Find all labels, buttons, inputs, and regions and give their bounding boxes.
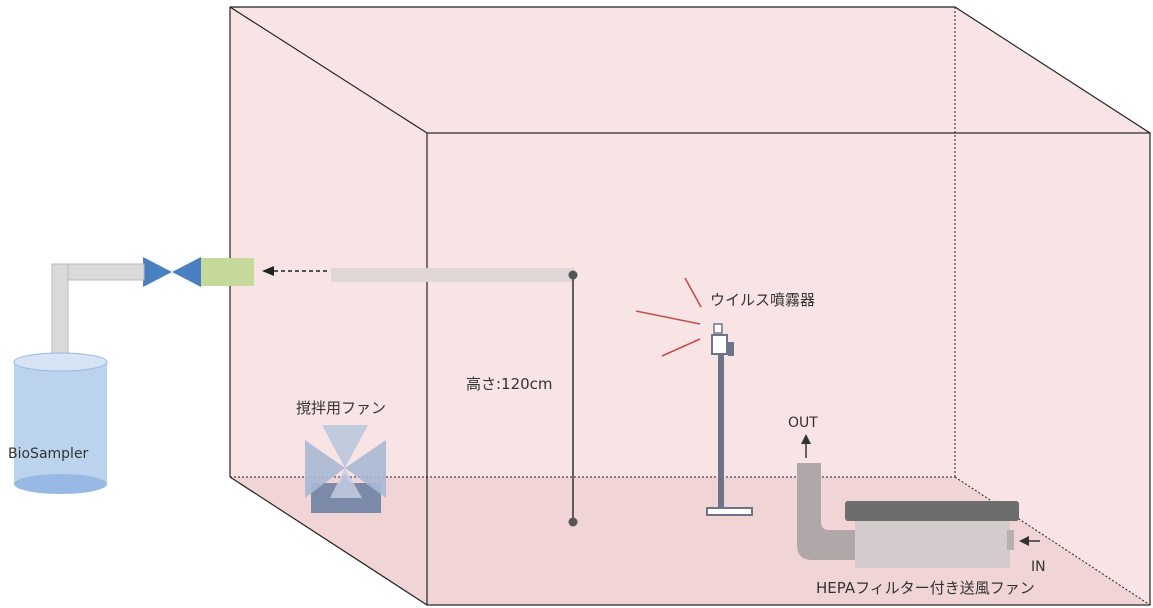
chamber-fill — [230, 7, 1150, 605]
sampler-pipe — [51, 263, 145, 359]
height-label: 高さ:120cm — [466, 375, 553, 393]
bottom-left-diagonal — [229, 476, 428, 606]
dashed-arrow-left-icon — [262, 266, 327, 276]
stir-fan-label: 撹拌用ファン — [296, 399, 386, 417]
valve-icon — [143, 257, 201, 287]
spray-lines-icon — [635, 277, 702, 357]
hepa-filter-fan — [797, 463, 1019, 568]
top-right-diagonal — [954, 6, 1151, 134]
front-face — [426, 132, 1151, 606]
hepa-fan-label: HEPAフィルター付き送風ファン — [816, 579, 1035, 597]
arrow-left-icon — [1019, 536, 1040, 546]
biosampler-label: BioSampler — [8, 446, 89, 462]
height-indicator — [568, 270, 578, 527]
out-label: OUT — [788, 415, 818, 431]
arrow-up-icon — [801, 434, 811, 458]
top-left-diagonal — [229, 6, 428, 134]
sampling-tube — [331, 268, 575, 282]
in-label: IN — [1031, 559, 1046, 575]
virus-sprayer — [706, 323, 753, 516]
connector — [198, 258, 254, 286]
floor-right-edge — [954, 476, 1151, 606]
sprayer-label: ウイルス噴霧器 — [710, 291, 815, 309]
fan-icon — [305, 425, 386, 513]
biosampler — [13, 352, 108, 494]
